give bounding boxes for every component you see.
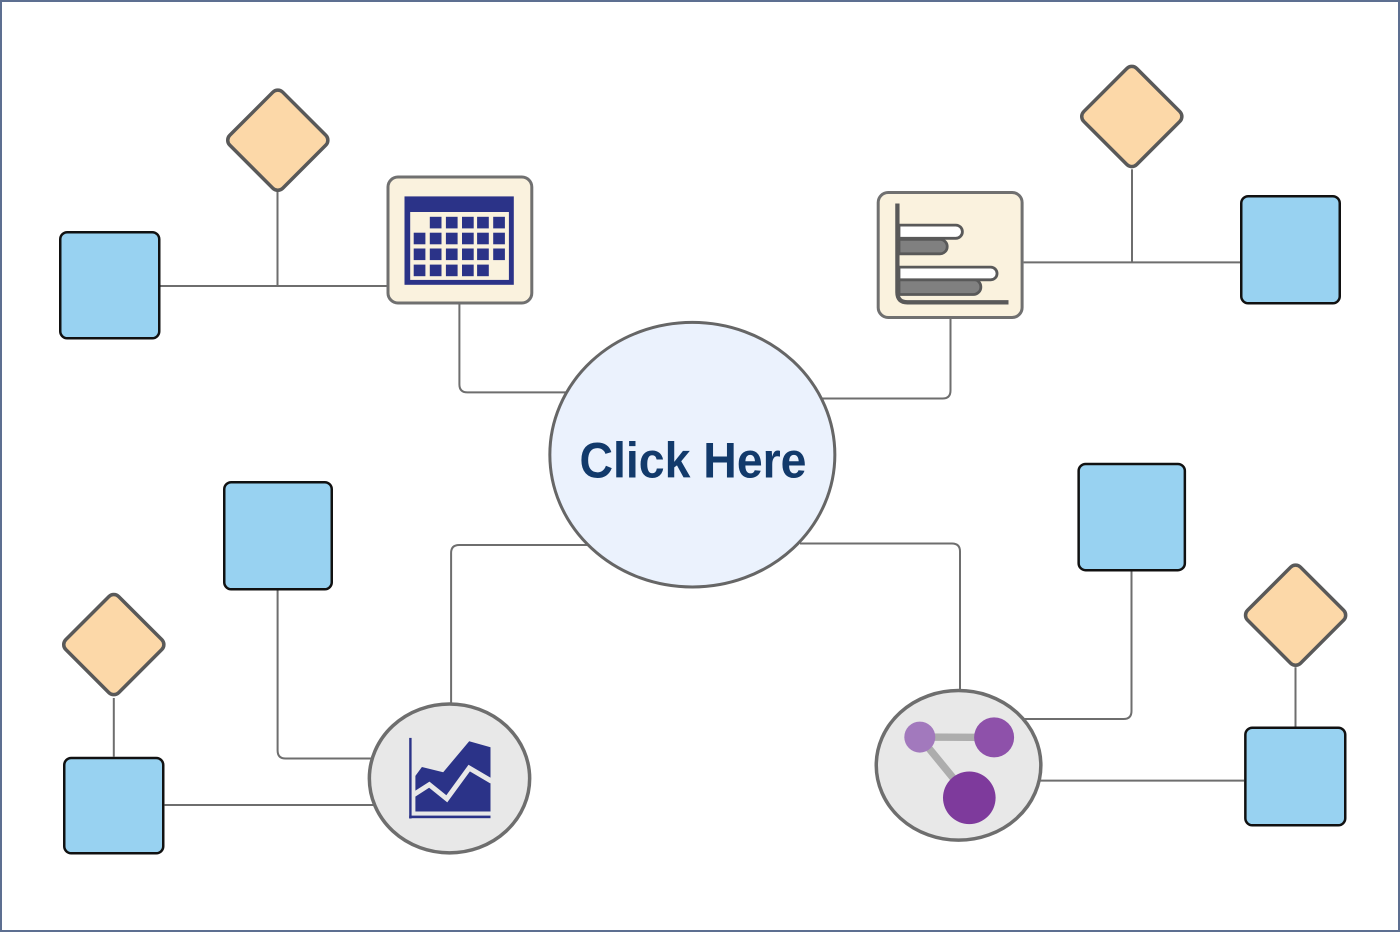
svg-text:Click Here: Click Here <box>580 433 807 489</box>
